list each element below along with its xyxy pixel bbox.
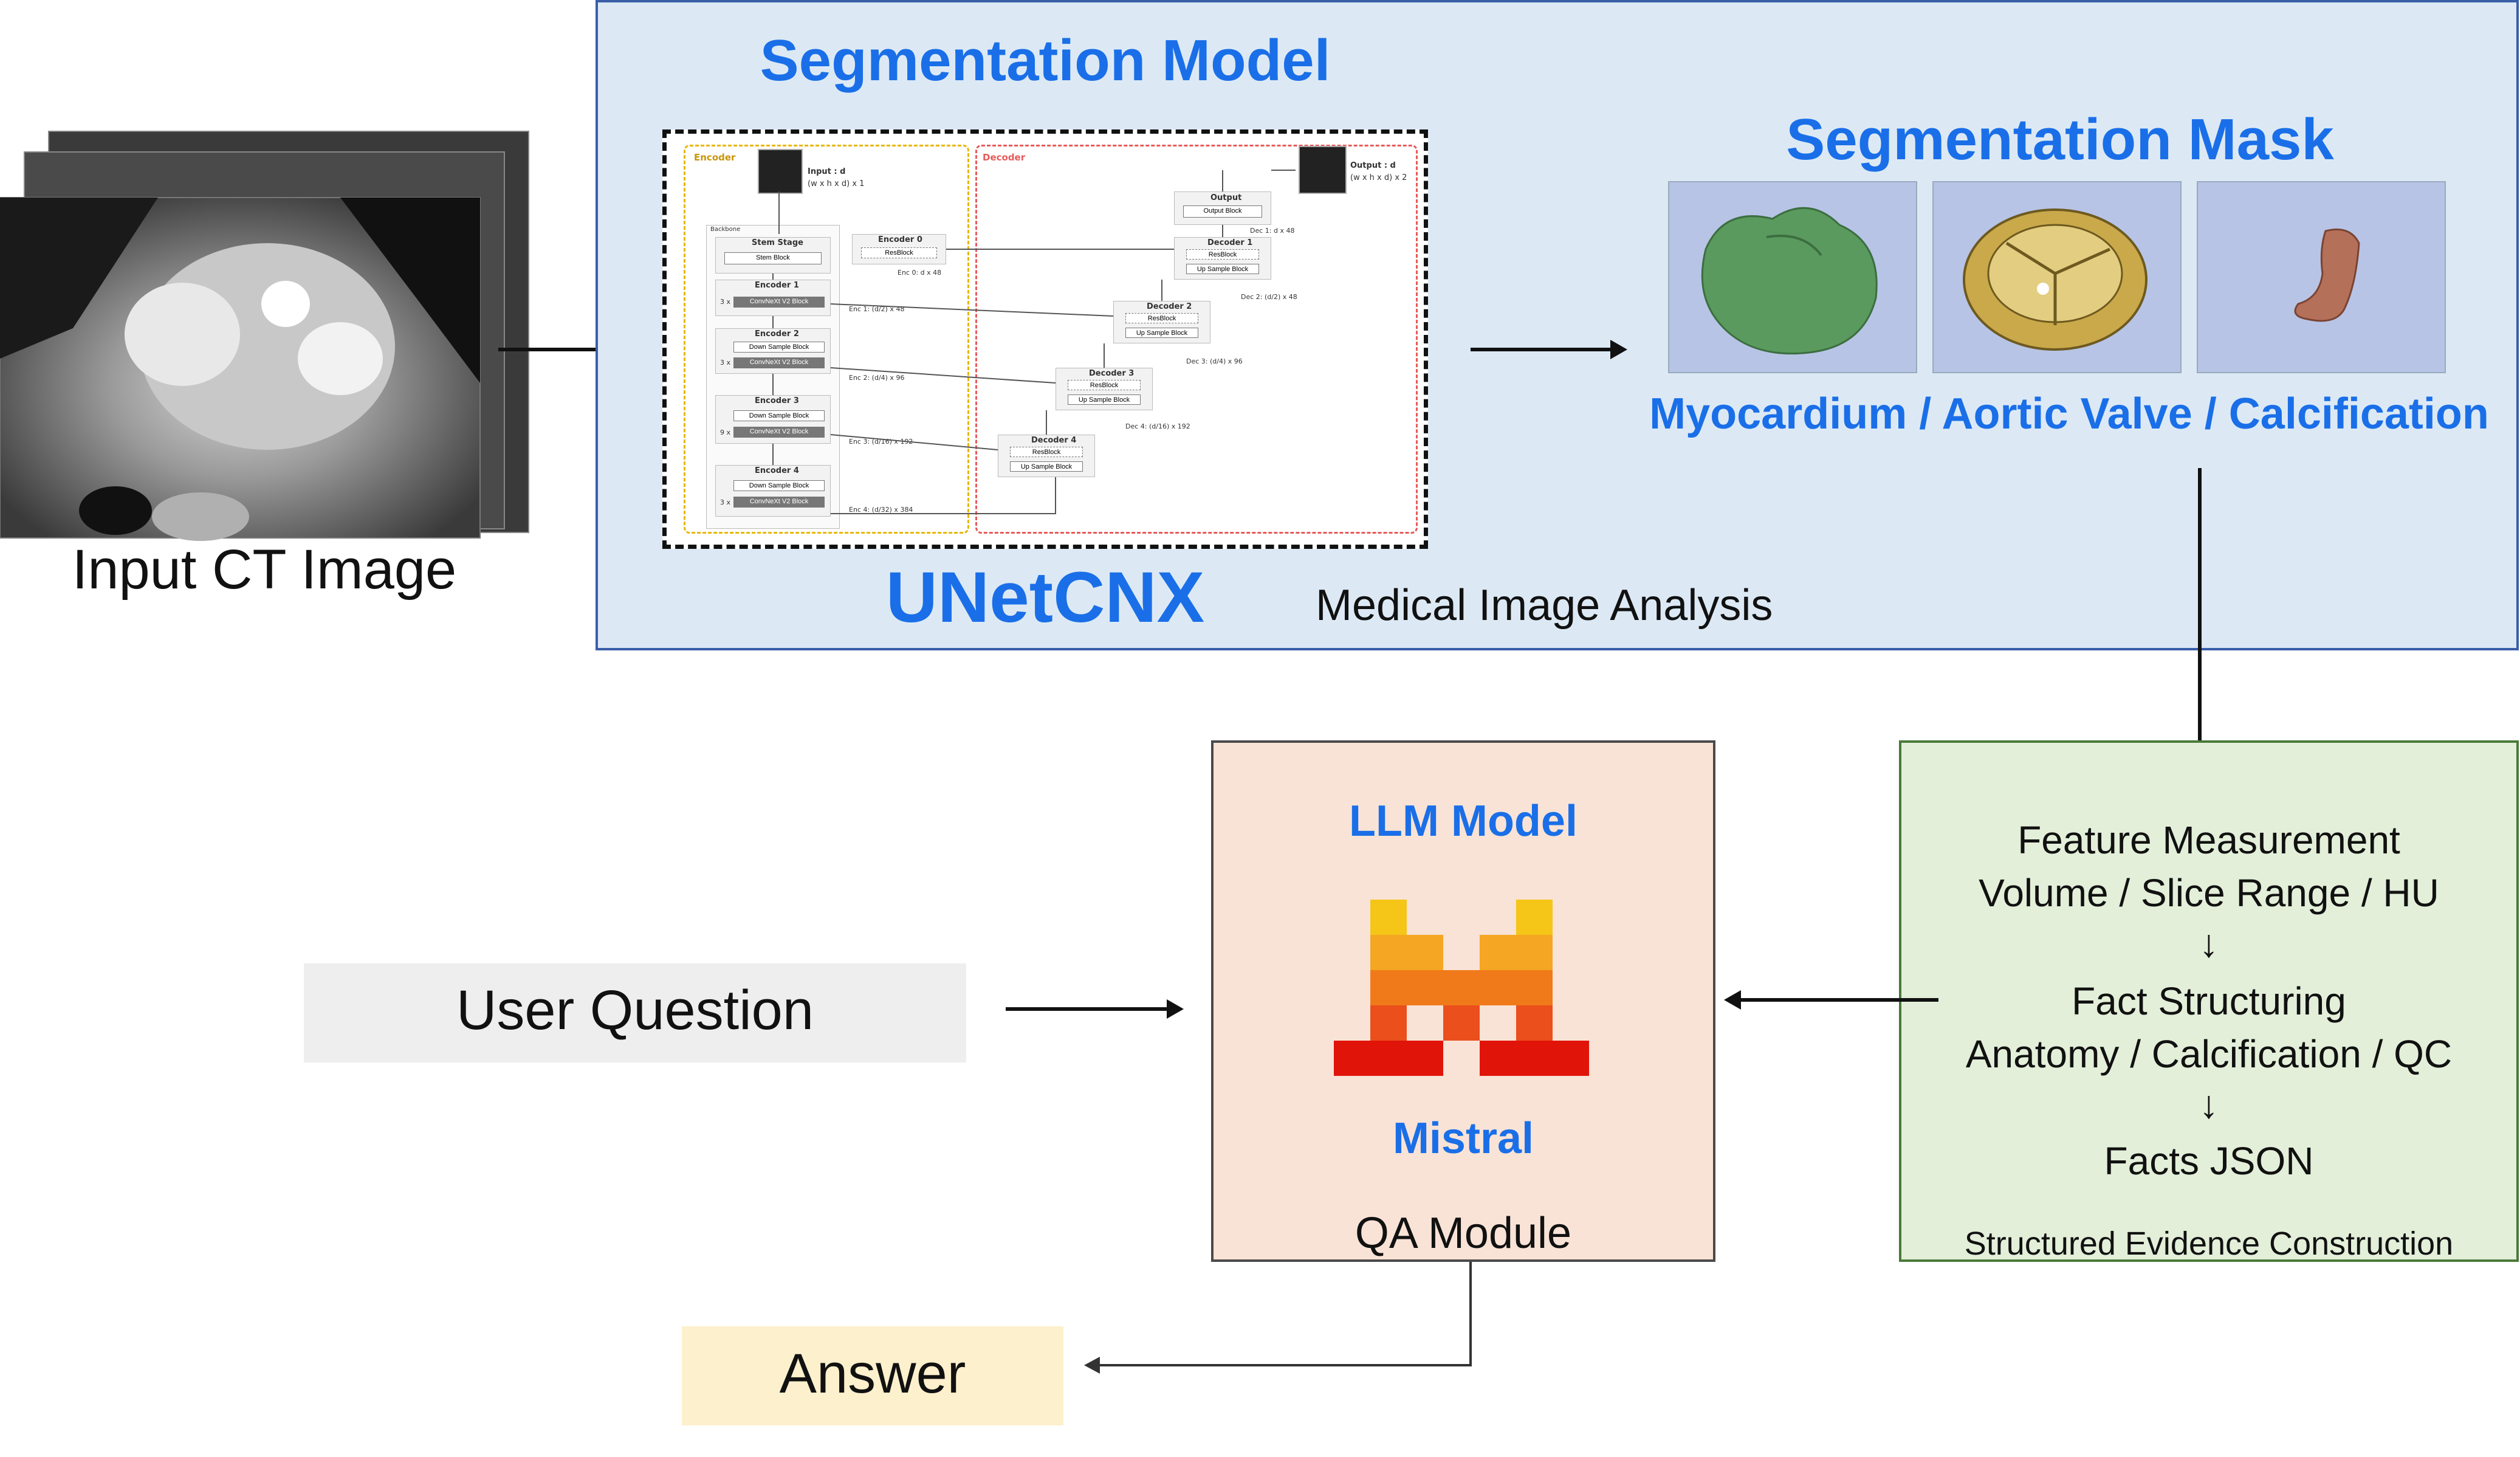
arrow-llm-to-answer [1084, 1262, 1472, 1374]
input-ct-stack [0, 128, 535, 541]
segmentation-mask-title: Segmentation Mask [1786, 107, 2334, 172]
encoder2-convnext: ConvNeXt V2 Block [733, 357, 825, 368]
backbone-label: Backbone [710, 226, 741, 233]
enc3-text: Enc 3: (d/16) x 192 [849, 438, 913, 446]
answer-label: Answer [779, 1343, 966, 1405]
evidence-arrow1: ↓ [2199, 921, 2219, 965]
output-dims: (w x h x d) x 2 [1350, 173, 1407, 182]
encoder4-label: Encoder 4 [755, 466, 799, 475]
encoder4-rep: 3 x [720, 498, 731, 506]
mask-class-labels: Myocardium / Aortic Valve / Calcificatio… [1649, 390, 2489, 438]
myocardium-thumbnail [1668, 181, 1917, 373]
decoder2-label: Decoder 2 [1147, 302, 1192, 311]
encoder4-convnext: ConvNeXt V2 Block [733, 497, 825, 508]
dec4-text: Dec 4: (d/16) x 192 [1125, 422, 1190, 430]
evidence-line4: Anatomy / Calcification / QC [1965, 1032, 2453, 1076]
encoder1-convnext: ConvNeXt V2 Block [733, 297, 825, 308]
output-text: Output : d [1350, 161, 1396, 170]
mistral-logo-icon [1334, 900, 1589, 1076]
evidence-line3: Fact Structuring [2072, 979, 2346, 1023]
evidence-arrow2: ↓ [2199, 1083, 2219, 1126]
decoder4-label: Decoder 4 [1031, 436, 1077, 445]
decoder1-resblock: ResBlock [1186, 249, 1259, 260]
encoder3-convnext: ConvNeXt V2 Block [733, 427, 825, 438]
enc0-text: Enc 0: d x 48 [898, 269, 942, 277]
decoder3-resblock: ResBlock [1068, 380, 1141, 390]
panel-subtitle: Medical Image Analysis [1316, 581, 1773, 630]
input-volume-thumb [758, 149, 803, 194]
calcification-thumbnail [2197, 181, 2446, 373]
encoder4-downsample: Down Sample Block [733, 480, 825, 491]
enc2-text: Enc 2: (d/4) x 96 [849, 374, 905, 382]
dec3-text: Dec 3: (d/4) x 96 [1186, 357, 1243, 365]
dec1-text: Dec 1: d x 48 [1250, 227, 1295, 235]
arrow-evidence-to-llm [1724, 990, 1938, 1010]
aortic-valve-thumbnail [1932, 181, 2182, 373]
unet-connections [772, 170, 1296, 514]
answer-box [682, 1326, 1063, 1425]
encoder3-rep: 9 x [720, 429, 731, 436]
output-block-inner: Output Block [1183, 205, 1262, 218]
myocardium-mesh-icon [1701, 207, 1878, 355]
structured-evidence-box [1899, 740, 2519, 1262]
decoder3-upsample: Up Sample Block [1068, 394, 1141, 405]
dec2-text: Dec 2: (d/2) x 48 [1241, 293, 1297, 301]
llm-name: Mistral [1392, 1114, 1534, 1163]
output-volume-thumb [1299, 146, 1347, 194]
encoder3-downsample: Down Sample Block [733, 410, 825, 421]
decoder4-resblock: ResBlock [1010, 447, 1083, 457]
encoder1-rep: 3 x [720, 298, 731, 306]
encoder-region [684, 145, 969, 534]
input-dims: (w x h x d) x 1 [808, 179, 865, 188]
input-ct-label: Input CT Image [72, 539, 457, 601]
decoder1-upsample: Up Sample Block [1186, 264, 1259, 274]
encoder-label: Encoder [694, 152, 736, 163]
model-name: UNetCNX [885, 557, 1205, 638]
arrow-model-to-mask [1471, 340, 1627, 359]
input-text: Input : d [808, 167, 846, 176]
evidence-line5: Facts JSON [2104, 1139, 2314, 1183]
decoder-region [975, 145, 1418, 534]
ct-image-stack-icon [0, 131, 529, 541]
enc4-text: Enc 4: (d/32) x 384 [849, 506, 913, 514]
calcification-mesh-icon [2294, 229, 2360, 322]
segmentation-model-title: Segmentation Model [760, 28, 1331, 93]
decoder3-label: Decoder 3 [1089, 369, 1135, 378]
llm-title: LLM Model [1349, 797, 1578, 846]
encoder2-rep: 3 x [720, 359, 731, 367]
user-question-box [304, 963, 966, 1063]
encoder0-resblock: ResBlock [861, 247, 937, 258]
decoder1-label: Decoder 1 [1207, 238, 1253, 247]
output-block-label: Output [1210, 193, 1242, 202]
decoder-label: Decoder [983, 152, 1026, 163]
user-question-label: User Question [456, 979, 814, 1041]
decoder4-upsample: Up Sample Block [1010, 461, 1083, 472]
encoder0-label: Encoder 0 [878, 235, 922, 244]
llm-caption: QA Module [1354, 1209, 1572, 1258]
evidence-line1: Feature Measurement [2017, 818, 2400, 862]
decoder2-upsample: Up Sample Block [1125, 328, 1198, 338]
decoder2-resblock: ResBlock [1125, 313, 1198, 323]
encoder2-downsample: Down Sample Block [733, 342, 825, 353]
aortic-valve-mesh-icon [1963, 208, 2147, 351]
encoder3-label: Encoder 3 [755, 396, 799, 405]
enc1-text: Enc 1: (d/2) x 48 [849, 305, 905, 313]
arrow-question-to-llm [1006, 999, 1184, 1019]
stem-block: Stem Block [724, 252, 822, 264]
unet-architecture-diagram: Encoder Decoder Input : d (w x h x d) x … [662, 129, 1428, 549]
evidence-caption: Structured Evidence Construction [1964, 1225, 2454, 1262]
encoder2-label: Encoder 2 [755, 329, 799, 339]
stem-stage-label: Stem Stage [752, 238, 803, 247]
evidence-line2: Volume / Slice Range / HU [1979, 871, 2439, 915]
encoder1-label: Encoder 1 [755, 281, 799, 290]
